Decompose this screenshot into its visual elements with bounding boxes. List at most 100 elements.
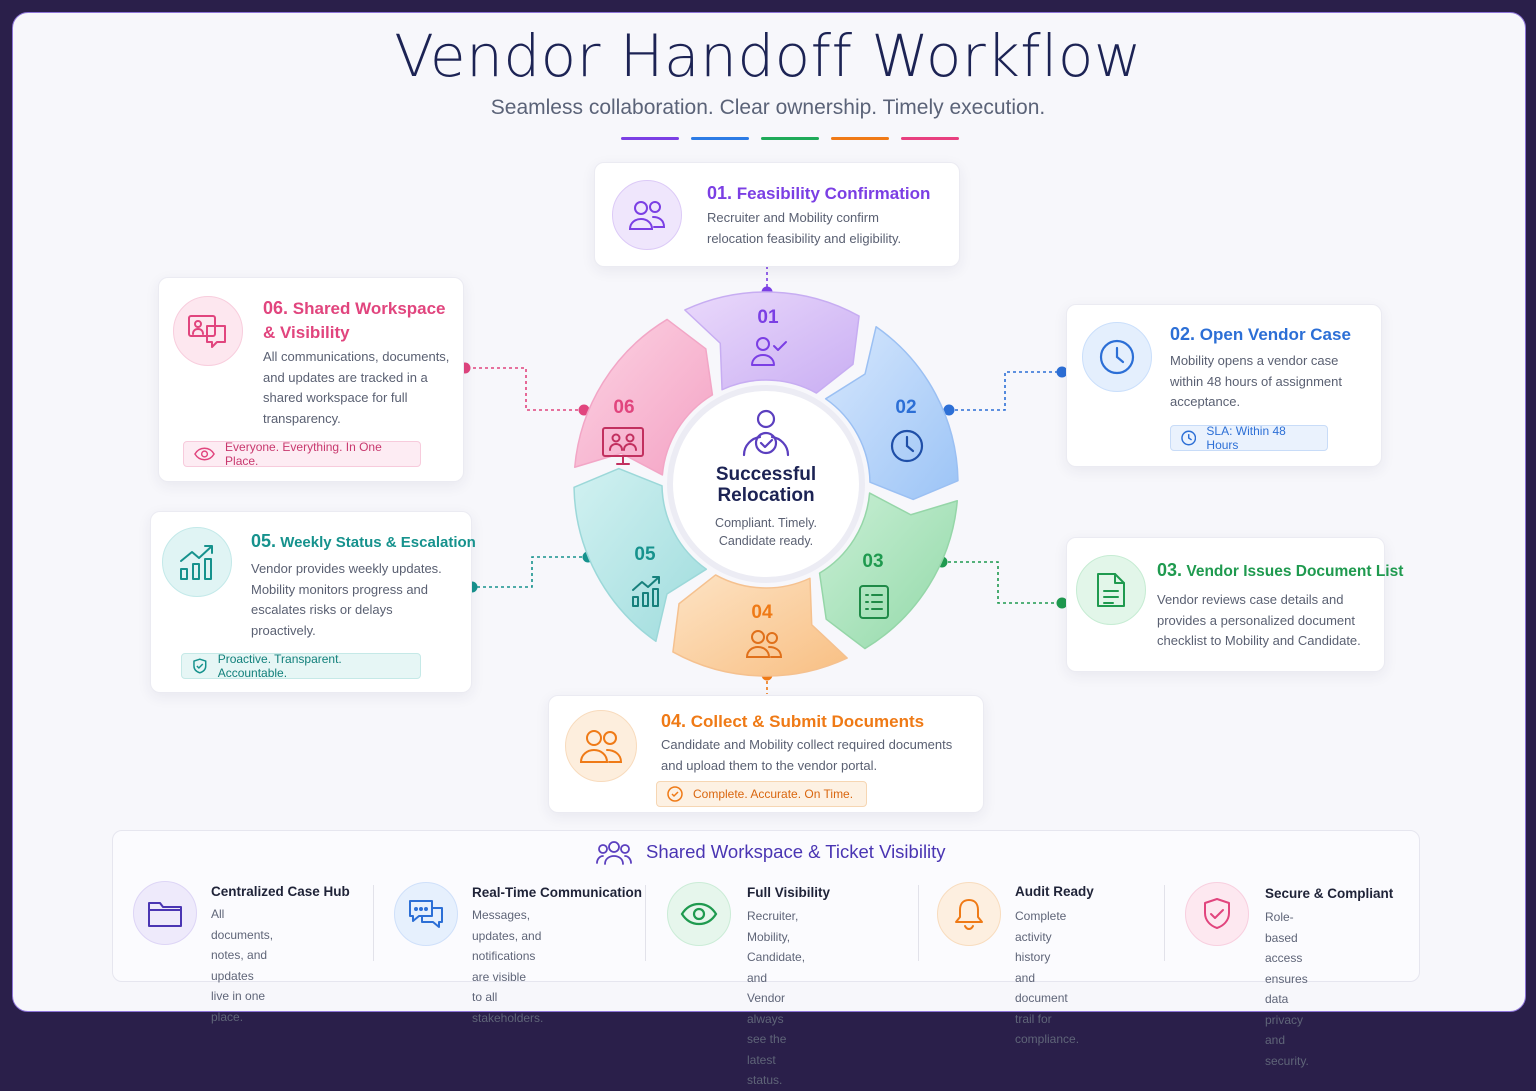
step-title: 02. Open Vendor Case <box>1170 322 1351 347</box>
sla-badge: SLA: Within 48 Hours <box>1170 424 1328 452</box>
chat-icon <box>394 882 458 946</box>
desc-line: Recruiter and Mobility confirm <box>707 210 879 225</box>
user-check-icon <box>750 334 788 373</box>
chart-icon <box>162 527 232 597</box>
wheel-center <box>667 385 865 583</box>
desc-line: Vendor provides weekly updates. <box>251 561 442 576</box>
wheel-segment-03 <box>818 492 959 650</box>
feature-name: Centralized Case Hub <box>211 884 350 899</box>
desc-line: escalates risks or delays <box>251 602 393 617</box>
desc-line: proactively. <box>251 622 316 638</box>
desc-line: updates live in one place. <box>211 968 266 1024</box>
wheel-segment-05 <box>573 467 708 643</box>
check-circle-icon <box>667 786 683 802</box>
desc-line: Mobility monitors progress and <box>251 581 429 597</box>
wheel-segment-04 <box>672 574 848 677</box>
step-description: All communications, documents, and updat… <box>263 347 453 429</box>
desc-line: relocation feasibility and eligibility. <box>707 230 902 246</box>
desc-line: within 48 hours of assignment <box>1170 373 1342 389</box>
desc-line: Complete activity history <box>1015 909 1067 964</box>
center-subtitle-line: Compliant. Timely. <box>715 516 817 530</box>
desc-line: and document trail for <box>1015 970 1068 1026</box>
accent-bars <box>621 137 959 140</box>
step-number: 05. <box>251 531 277 551</box>
center-title-line: Relocation <box>717 485 815 506</box>
step-number: 04. <box>661 711 687 731</box>
step-title: 03. Vendor Issues Document List <box>1157 558 1403 584</box>
badge-text: Proactive. Transparent. Accountable. <box>217 652 342 680</box>
status-badge: Proactive. Transparent. Accountable. <box>181 652 421 680</box>
clock-icon <box>1082 322 1152 392</box>
step-number: 06. <box>263 298 289 318</box>
monitor-users-icon <box>601 426 645 471</box>
feature-name: Real-Time Communication <box>472 885 643 900</box>
step-title-text: Shared Workspace <box>292 299 446 318</box>
page-title: Vendor Handoff Workflow <box>394 22 1142 90</box>
users-icon <box>612 180 682 250</box>
step-title: 04. Collect & Submit Documents <box>661 709 924 734</box>
accent-bar <box>691 137 749 140</box>
step-card-04: 04. Collect & Submit Documents Candidate… <box>548 695 984 813</box>
step-number: 02. <box>1170 324 1196 344</box>
folder-icon <box>133 881 197 945</box>
step-card-01: 01. Feasibility Confirmation Recruiter a… <box>594 162 960 267</box>
step-description: Vendor reviews case details and provides… <box>1157 590 1377 652</box>
segment-label-06: 06 <box>613 397 635 418</box>
segment-label-03: 03 <box>862 551 884 572</box>
segment-label-05: 05 <box>634 544 656 565</box>
wheel-segment-06 <box>573 318 714 476</box>
status-badge: Complete. Accurate. On Time. <box>656 781 867 807</box>
eye-icon <box>194 447 215 461</box>
accent-bar <box>831 137 889 140</box>
step-card-02: 02. Open Vendor Case Mobility opens a ve… <box>1066 304 1382 467</box>
desc-line: latest status. <box>747 1052 783 1088</box>
desc-line: transparency. <box>263 410 341 426</box>
person-check-icon <box>740 408 792 463</box>
center-subtitle-line: Candidate ready. <box>718 534 814 548</box>
step-title-text: Vendor Issues Document List <box>1186 563 1404 580</box>
desc-line: data privacy and security. <box>1265 992 1309 1068</box>
segment-label-04: 04 <box>751 602 773 623</box>
desc-line: to all stakeholders. <box>472 990 544 1025</box>
badge-text: Complete. Accurate. On Time. <box>693 787 854 801</box>
feature-description: Messages, updates, and notifications are… <box>472 905 543 1028</box>
bell-icon <box>937 882 1001 946</box>
accent-bar <box>761 137 819 140</box>
step-number: 03. <box>1157 560 1183 580</box>
desc-line: acceptance. <box>1170 394 1241 409</box>
center-title-line: Successful <box>715 464 817 485</box>
clock-icon <box>889 428 925 469</box>
desc-line: All documents, notes, and <box>211 907 274 962</box>
step-title: 06. Shared Workspace & Visibility <box>263 296 446 345</box>
desc-line: Role-based access ensures <box>1265 910 1308 986</box>
feature-description: Role-based access ensures data privacy a… <box>1265 907 1309 1071</box>
step-title-text: Weekly Status & Escalation <box>280 534 476 551</box>
segment-label-02: 02 <box>895 397 917 418</box>
feature-description: Recruiter, Mobility, Candidate, and Vend… <box>747 906 805 1091</box>
cycle-wheel <box>573 291 959 677</box>
monitor-users-icon <box>173 296 243 366</box>
divider <box>1164 885 1165 961</box>
checklist-icon <box>858 584 890 625</box>
accent-bar <box>901 137 959 140</box>
shield-check-icon <box>1185 882 1249 946</box>
desc-line: Vendor reviews case details and <box>1157 592 1344 607</box>
panel-title: Shared Workspace & Ticket Visibility <box>646 841 946 862</box>
feature-name: Full Visibility <box>747 885 831 900</box>
desc-line: Messages, updates, and <box>472 908 542 943</box>
status-badge: Everyone. Everything. In One Place. <box>183 440 421 468</box>
eye-icon <box>667 882 731 946</box>
step-description: Mobility opens a vendor case within 48 h… <box>1170 351 1370 413</box>
desc-line: Candidate and Mobility collect required … <box>661 737 953 752</box>
step-title-text: Collect & Submit Documents <box>690 712 925 731</box>
step-card-03: 03. Vendor Issues Document List Vendor r… <box>1066 537 1403 672</box>
desc-line: Mobility opens a vendor case <box>1170 353 1339 368</box>
desc-line: Recruiter, Mobility, Candidate, <box>747 909 806 964</box>
page-subtitle: Seamless collaboration. Clear ownership.… <box>490 96 1046 119</box>
accent-bar <box>621 137 679 140</box>
clock-icon <box>1181 430 1197 446</box>
step-description: Vendor provides weekly updates. Mobility… <box>251 559 461 641</box>
desc-line: and Vendor always see the <box>747 970 787 1047</box>
desc-line: and upload them to the vendor portal. <box>661 757 878 773</box>
desc-line: provides a personalized document <box>1157 612 1356 628</box>
